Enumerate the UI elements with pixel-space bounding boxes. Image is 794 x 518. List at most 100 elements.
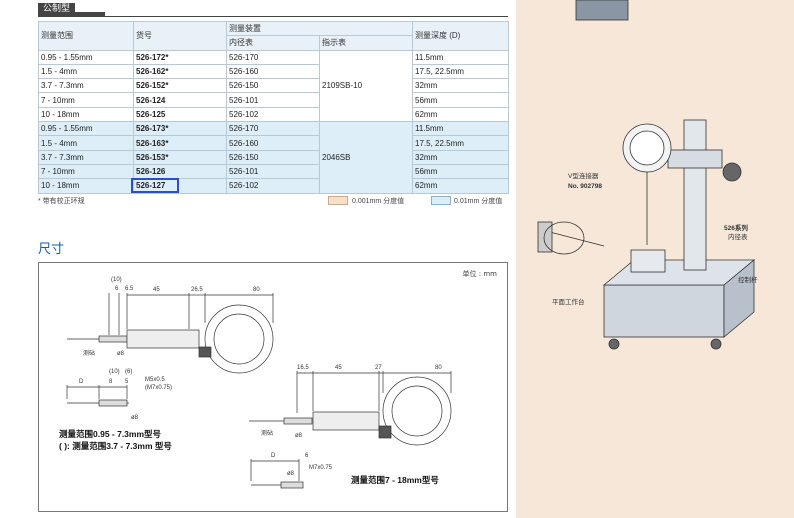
cell-bore: 526-160 bbox=[226, 135, 320, 151]
dim1-c: 6.5 bbox=[125, 286, 134, 292]
table-row: 1.5 - 4mm 526-163* 526-160 17.5, 22.5mm bbox=[38, 135, 509, 151]
cell-bore: 526-101 bbox=[226, 163, 320, 180]
table-row: 1.5 - 4mm 526-162* 526-160 17.5, 22.5mm bbox=[38, 63, 509, 80]
cell-range: 7 - 10mm bbox=[38, 163, 134, 180]
dim1-f: 80 bbox=[253, 287, 260, 293]
label-v-connector-no: No. 902798 bbox=[568, 183, 602, 190]
dim1-b: 6 bbox=[115, 286, 119, 292]
cell-range: 1.5 - 4mm bbox=[38, 135, 134, 151]
legend-std-label: 0.01mm 分度值 bbox=[454, 198, 503, 205]
cell-code: 526-173* bbox=[133, 121, 227, 137]
header-bore: 内径表 bbox=[226, 35, 320, 51]
cell-depth: 17.5, 22.5mm bbox=[412, 135, 509, 151]
cell-range: 3.7 - 7.3mm bbox=[38, 149, 134, 165]
cell-code: 526-152* bbox=[133, 78, 227, 94]
label-v-connector: V型连接器 bbox=[568, 171, 599, 180]
cell-bore: 526-150 bbox=[226, 149, 320, 165]
cell-depth: 62mm bbox=[412, 106, 509, 123]
dim3-dia2: ø8 bbox=[287, 471, 295, 477]
label-series: 526系列 bbox=[724, 223, 748, 232]
cell-range: 10 - 18mm bbox=[38, 178, 134, 194]
legend-swatch-std bbox=[431, 196, 451, 205]
header-range: 测量范围 bbox=[38, 21, 134, 51]
dimension-diagrams: (10) 6 6.5 45 26.5 80 测砧 ø8 (10) (6) D 8… bbox=[59, 277, 452, 489]
cell-depth: 32mm bbox=[412, 149, 509, 165]
cell-bore: 526-170 bbox=[226, 49, 320, 65]
cell-code: 526-163* bbox=[133, 135, 227, 151]
dimensions-drawing: 单位 : mm bbox=[38, 262, 508, 512]
dim2-thread2: (M7x0.75) bbox=[145, 385, 172, 391]
dimensions-title: 尺寸 bbox=[38, 241, 65, 256]
cell-code: 526-127 bbox=[133, 178, 227, 194]
dim2-dia: ø8 bbox=[131, 415, 139, 421]
legend-note: * 带有校正环规 bbox=[38, 198, 85, 205]
dim1-anvil: 测砧 bbox=[83, 349, 95, 357]
cell-range: 7 - 10mm bbox=[38, 92, 134, 108]
dim3-dia: ø8 bbox=[295, 433, 303, 439]
cell-depth: 56mm bbox=[412, 163, 509, 180]
section-tab-label: 公制型 bbox=[38, 3, 76, 16]
dim3-c: 27 bbox=[375, 365, 382, 371]
legend-fine-label: 0.001mm 分度值 bbox=[352, 198, 405, 205]
label-table: 平面工作台 bbox=[552, 297, 585, 306]
header-code: 货号 bbox=[133, 21, 227, 51]
cell-range: 0.95 - 1.55mm bbox=[38, 121, 134, 137]
cell-range: 10 - 18mm bbox=[38, 106, 134, 123]
cell-code: 526-124 bbox=[133, 92, 227, 108]
cell-depth: 11.5mm bbox=[412, 49, 509, 65]
cell-depth: 56mm bbox=[412, 92, 509, 108]
cell-bore: 526-170 bbox=[226, 121, 320, 137]
table-row: 7 - 10mm 526-126 526-101 56mm bbox=[38, 163, 509, 180]
selection-highlight bbox=[131, 178, 179, 193]
table-row: 0.95 - 1.55mm 526-172* 526-170 2109SB-10… bbox=[38, 49, 509, 123]
cell-bore: 526-101 bbox=[226, 92, 320, 108]
cell-bore: 526-102 bbox=[226, 178, 320, 194]
header-dial: 指示表 bbox=[319, 35, 413, 51]
table-row: 7 - 10mm 526-124 526-101 56mm bbox=[38, 92, 509, 108]
table-row: 3.7 - 7.3mm 526-153* 526-150 32mm bbox=[38, 149, 509, 165]
dim1-d: 45 bbox=[153, 287, 160, 293]
table-row: 10 - 18mm 526-127 526-102 62mm bbox=[38, 178, 509, 194]
section-rule bbox=[38, 16, 508, 17]
dim3-anvil: 测砧 bbox=[261, 429, 273, 437]
dim2-a: (10) bbox=[109, 369, 120, 375]
caption-small-note: ( ): 测量范围3.7 - 7.3mm 型号 bbox=[59, 441, 172, 451]
dim1-e: 26.5 bbox=[191, 287, 203, 293]
cell-depth: 17.5, 22.5mm bbox=[412, 63, 509, 80]
dim2-d: 5 bbox=[125, 379, 129, 385]
cell-bore: 526-102 bbox=[226, 106, 320, 123]
dim2-thread1: M5x0.5 bbox=[145, 377, 165, 383]
unit-label: 单位 : mm bbox=[462, 270, 497, 278]
cell-code: 526-162* bbox=[133, 63, 227, 80]
dim3-thread: M7x0.75 bbox=[309, 465, 333, 471]
table-row: 0.95 - 1.55mm 526-173* 526-170 2046SB 11… bbox=[38, 121, 509, 194]
table-row: 3.7 - 7.3mm 526-152* 526-150 32mm bbox=[38, 78, 509, 94]
dim1-dia: ø8 bbox=[117, 351, 125, 357]
header-device: 测量装置 bbox=[226, 20, 413, 37]
legend-swatch-fine bbox=[328, 196, 348, 205]
cell-code: 526-125 bbox=[133, 106, 227, 123]
cell-dial: 2109SB-10 bbox=[319, 49, 413, 123]
cell-range: 3.7 - 7.3mm bbox=[38, 78, 134, 94]
section-tab-bar bbox=[75, 12, 106, 16]
spec-table: 测量范围 货号 测量装置 测量深度 (D) 内径表 指示表 0.95 - 1.5… bbox=[38, 20, 509, 194]
section-tab: 公制型 bbox=[38, 3, 106, 16]
dim2-c: 8 bbox=[109, 379, 113, 385]
dim2-b: (6) bbox=[125, 369, 132, 375]
dim2-D: D bbox=[79, 379, 84, 385]
label-lever: 控制杆 bbox=[738, 275, 758, 284]
dim3-a: 16.5 bbox=[297, 365, 309, 371]
table-row: 10 - 18mm 526-125 526-102 62mm bbox=[38, 106, 509, 123]
cell-bore: 526-150 bbox=[226, 78, 320, 94]
caption-large: 测量范围7 - 18mm型号 bbox=[351, 475, 439, 485]
cell-range: 0.95 - 1.55mm bbox=[38, 49, 134, 65]
header-depth: 测量深度 (D) bbox=[412, 21, 509, 51]
cell-code: 526-153* bbox=[133, 149, 227, 165]
dim3-e: 6 bbox=[305, 453, 309, 459]
dim1-a: (10) bbox=[111, 277, 122, 283]
dim3-D: D bbox=[271, 453, 276, 459]
cell-depth: 11.5mm bbox=[412, 121, 509, 137]
caption-small: 测量范围0.95 - 7.3mm型号 bbox=[59, 429, 162, 439]
stand-illustration: V型连接器 No. 902798 526系列 内径表 控制杆 平面工作台 bbox=[537, 0, 758, 350]
label-series-sub: 内径表 bbox=[728, 232, 748, 241]
